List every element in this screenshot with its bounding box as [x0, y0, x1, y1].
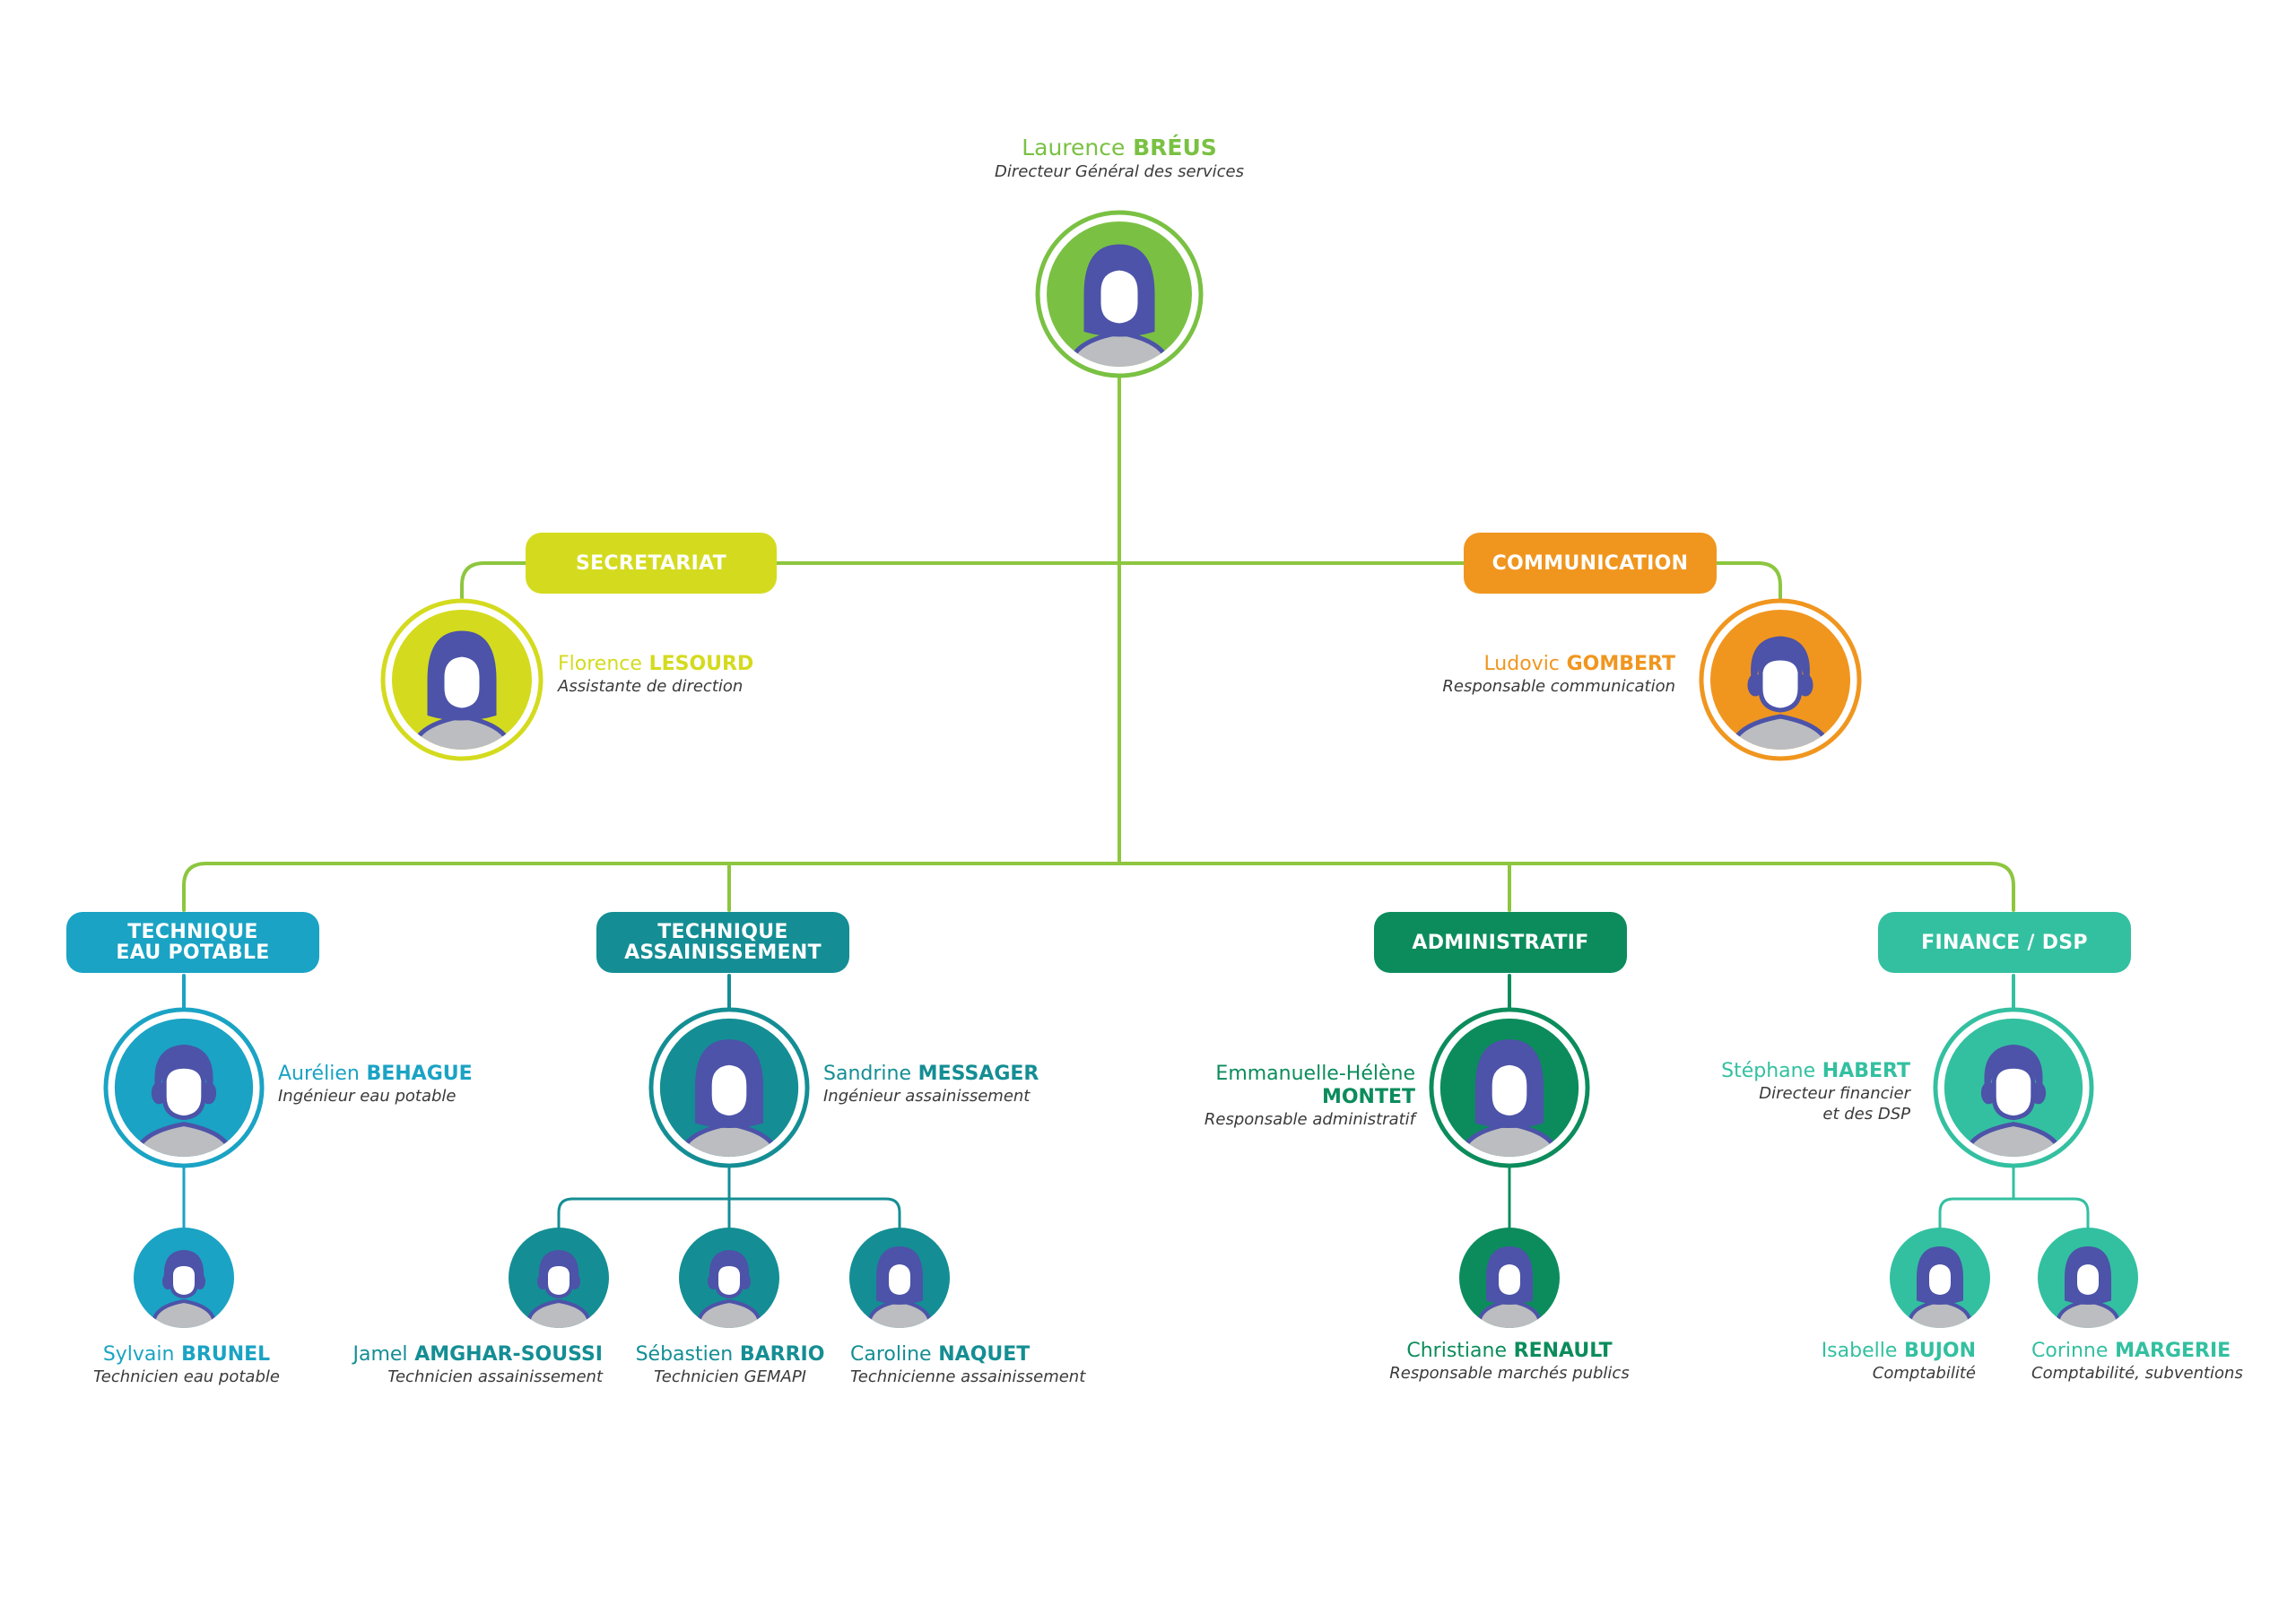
finance-head-label: Stéphane HABERT Directeur financier et d… [1721, 1060, 1910, 1124]
staff-margerie-first: Corinne [2031, 1340, 2109, 1362]
finance-head-avatar [1933, 1007, 2094, 1168]
secretariat-avatar [380, 598, 544, 761]
staff-margerie-avatar [2038, 1228, 2138, 1328]
staff-brunel-avatar [134, 1228, 234, 1328]
dept-assain-label-line2: ASSAINISSEMENT [624, 942, 822, 964]
staff-barrio-role: Technicien GEMAPI [654, 1367, 806, 1386]
admin-head-avatar [1429, 1007, 1590, 1168]
staff-barrio-avatar [679, 1228, 779, 1328]
eau-head-label: Aurélien BEHAGUE Ingénieur eau potable [278, 1063, 473, 1107]
admin-head-last: MONTET [1321, 1086, 1415, 1108]
finance-head-role-line2: et des DSP [1822, 1105, 1910, 1124]
staff-naquet-first: Caroline [850, 1343, 932, 1366]
assain-head-first: Sandrine [823, 1063, 911, 1085]
staff-renault-label: Christiane RENAULT Responsable marchés p… [1389, 1340, 1629, 1384]
eau-head-first: Aurélien [278, 1063, 360, 1085]
staff-amghar-label: Jamel AMGHAR-SOUSSI Technicien assainiss… [352, 1343, 603, 1387]
staff-renault-first: Christiane [1406, 1340, 1507, 1362]
staff-margerie-role: Comptabilité, subventions [2031, 1364, 2243, 1383]
director-first-name: Laurence [1022, 135, 1126, 161]
staff-amghar-role: Technicien assainissement [387, 1367, 603, 1386]
staff-brunel-role: Technicien eau potable [93, 1367, 280, 1386]
dept-assain-label-line1: TECHNIQUE [657, 921, 788, 943]
finance-head-first: Stéphane [1721, 1060, 1816, 1082]
staff-renault-avatar [1459, 1228, 1560, 1328]
staff-renault-role: Responsable marchés publics [1389, 1364, 1630, 1383]
staff-bujon-role: Comptabilité [1872, 1364, 1976, 1383]
eau-head-avatar [103, 1007, 265, 1168]
line-communication-person [1714, 561, 1782, 605]
finance-head-last: HABERT [1822, 1060, 1910, 1082]
director-last-name: BRÉUS [1133, 135, 1217, 161]
line-secretariat-person [460, 561, 529, 605]
staff-bujon-label: Isabelle BUJON Comptabilité [1822, 1340, 1976, 1384]
staff-bujon-last: BUJON [1904, 1340, 1976, 1362]
secretariat-first-name: Florence [558, 653, 642, 675]
staff-amghar-avatar [509, 1228, 609, 1328]
eau-head-role: Ingénieur eau potable [278, 1087, 457, 1106]
assain-head-role: Ingénieur assainissement [823, 1087, 1031, 1106]
staff-bujon-first: Isabelle [1821, 1340, 1898, 1362]
dept-finance-label: FINANCE / DSP [1921, 931, 2088, 954]
eau-head-last: BEHAGUE [366, 1063, 473, 1085]
staff-brunel-first: Sylvain [102, 1343, 175, 1366]
secretariat-person-label: Florence LESOURD Assistante de direction [558, 653, 753, 697]
secretariat-label: SECRETARIAT [575, 551, 727, 575]
admin-head-first: Emmanuelle-Hélène [1215, 1063, 1415, 1085]
staff-margerie-label: Corinne MARGERIE Comptabilité, subventio… [2031, 1340, 2243, 1384]
secretariat-role: Assistante de direction [558, 677, 744, 696]
assain-head-last: MESSAGER [918, 1063, 1039, 1085]
finance-head-role-line1: Directeur financier [1759, 1084, 1910, 1103]
staff-renault-last: RENAULT [1513, 1340, 1613, 1362]
staff-brunel-label: Sylvain BRUNEL Technicien eau potable [93, 1343, 280, 1387]
communication-label: COMMUNICATION [1492, 551, 1689, 575]
staff-amghar-last: AMGHAR-SOUSSI [414, 1343, 603, 1366]
staff-naquet-label: Caroline NAQUET Technicienne assainissem… [850, 1343, 1085, 1387]
assain-head-avatar [648, 1007, 810, 1168]
dept-administratif-pill: ADMINISTRATIF [1374, 912, 1627, 973]
staff-margerie-last: MARGERIE [2115, 1340, 2231, 1362]
director-avatar [1035, 210, 1204, 378]
secretariat-last-name: LESOURD [648, 653, 754, 675]
dept-finance-pill: FINANCE / DSP [1878, 912, 2131, 973]
dept-eau-label-line1: TECHNIQUE [127, 921, 258, 943]
staff-brunel-last: BRUNEL [181, 1343, 271, 1366]
communication-last-name: GOMBERT [1566, 653, 1675, 675]
communication-role: Responsable communication [1442, 677, 1675, 696]
admin-head-role: Responsable administratif [1204, 1110, 1415, 1129]
staff-naquet-avatar [849, 1228, 950, 1328]
assain-head-label: Sandrine MESSAGER Ingénieur assainisseme… [823, 1063, 1039, 1107]
staff-barrio-label: Sébastien BARRIO Technicien GEMAPI [636, 1343, 825, 1387]
dept-admin-label: ADMINISTRATIF [1412, 931, 1589, 954]
communication-pill: COMMUNICATION [1464, 533, 1717, 594]
line-departments-bus [182, 862, 2015, 912]
director-role: Directeur Général des services [994, 162, 1245, 181]
staff-naquet-last: NAQUET [938, 1343, 1031, 1366]
communication-person-label: Ludovic GOMBERT Responsable communicatio… [1442, 653, 1675, 697]
line-assain-staff [557, 1166, 901, 1237]
communication-first-name: Ludovic [1483, 653, 1560, 675]
dept-eau-label-line2: EAU POTABLE [116, 942, 270, 964]
secretariat-pill: SECRETARIAT [526, 533, 777, 594]
communication-avatar [1699, 598, 1862, 761]
staff-barrio-last: BARRIO [739, 1343, 825, 1366]
director-label: Laurence BRÉUS Directeur Général des ser… [995, 135, 1244, 182]
staff-barrio-first: Sébastien [635, 1343, 734, 1366]
staff-bujon-avatar [1890, 1228, 1990, 1328]
staff-naquet-role: Technicienne assainissement [850, 1367, 1086, 1386]
line-finance-staff [1938, 1166, 2090, 1237]
staff-amghar-first: Jamel [352, 1343, 408, 1366]
